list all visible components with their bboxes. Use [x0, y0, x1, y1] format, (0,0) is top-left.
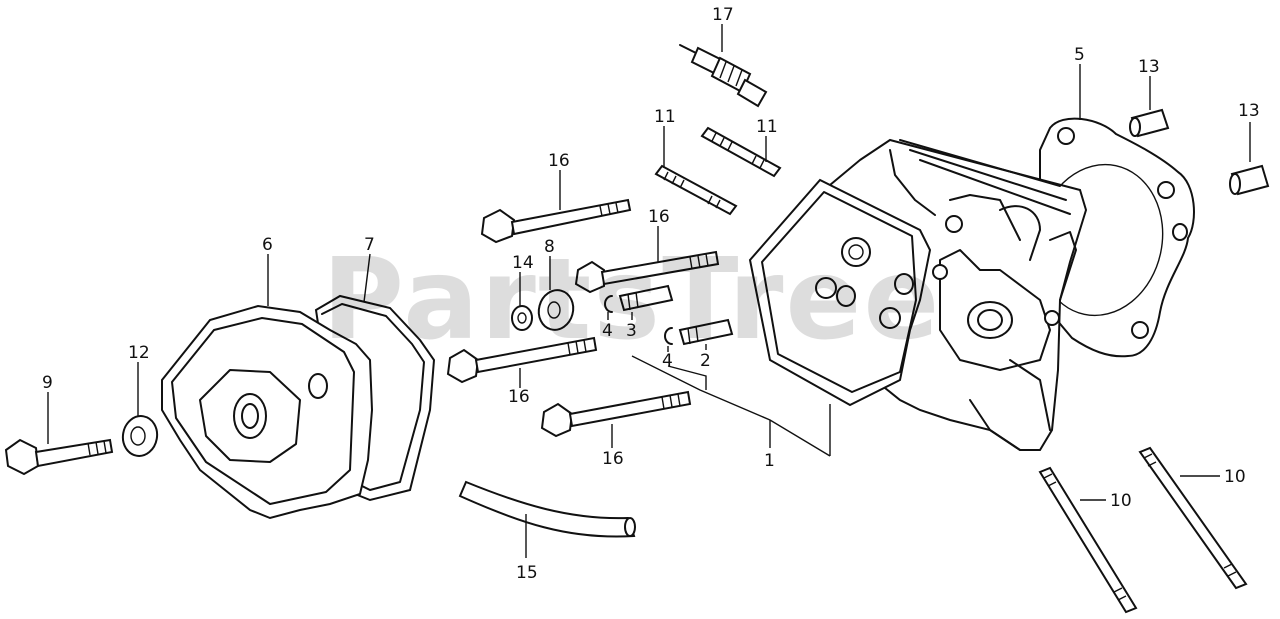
- callout-4-lower: 4: [662, 351, 673, 371]
- part-13-dowel-pin-right[interactable]: [1229, 164, 1270, 196]
- part-13-dowel-pin-left[interactable]: [1129, 108, 1170, 138]
- callout-7: 7: [364, 235, 375, 255]
- leader-lines: [47, 24, 1251, 558]
- part-16-bolt-top[interactable]: [480, 198, 632, 244]
- watermark-text: PartsTree: [322, 235, 941, 365]
- callout-10-left: 10: [1110, 491, 1132, 511]
- part-11-stud-lower[interactable]: [654, 164, 738, 216]
- callout-16-middle: 16: [648, 207, 670, 227]
- callout-1: 1: [764, 451, 775, 471]
- part-16-bolt-middle[interactable]: [574, 250, 720, 294]
- callout-14: 14: [512, 253, 534, 273]
- callout-12: 12: [128, 343, 150, 363]
- part-15-breather-tube[interactable]: [458, 480, 636, 538]
- callout-4-upper: 4: [602, 321, 613, 341]
- part-10-stud-left[interactable]: [1038, 466, 1138, 614]
- part-2-valve-guide[interactable]: [678, 318, 734, 346]
- callout-15: 15: [516, 563, 538, 583]
- part-5-head-gasket[interactable]: [1024, 117, 1195, 358]
- part-10-stud-right[interactable]: [1138, 446, 1248, 590]
- callout-16-lower-left: 16: [508, 387, 530, 407]
- callout-11-upper: 11: [756, 117, 778, 137]
- part-16-bolt-bottom[interactable]: [540, 390, 692, 438]
- callout-labels: 17 5 13 13 11 11 16 16 16 16 6 7 8 14 4 …: [42, 5, 1260, 583]
- callout-5: 5: [1074, 45, 1085, 65]
- part-17-spark-plug[interactable]: [679, 44, 768, 108]
- callout-8: 8: [544, 237, 555, 257]
- callout-10-right: 10: [1224, 467, 1246, 487]
- part-16-bolt-lower-left[interactable]: [446, 336, 598, 384]
- part-4-clip-lower[interactable]: [664, 327, 673, 345]
- part-14-seal-washer[interactable]: [511, 305, 533, 331]
- part-12-washer[interactable]: [120, 413, 160, 458]
- callout-11-lower: 11: [654, 107, 676, 127]
- callout-9: 9: [42, 373, 53, 393]
- callout-6: 6: [262, 235, 273, 255]
- callout-2: 2: [700, 351, 711, 371]
- callout-17: 17: [712, 5, 734, 25]
- callout-16-bottom: 16: [602, 449, 624, 469]
- callout-16-top: 16: [548, 151, 570, 171]
- part-3-valve-guide[interactable]: [618, 284, 674, 312]
- callout-13-right: 13: [1238, 101, 1260, 121]
- part-1-cylinder-head[interactable]: [748, 138, 1088, 451]
- part-8-washer[interactable]: [534, 286, 577, 333]
- callout-3: 3: [626, 321, 637, 341]
- part-6-rocker-cover[interactable]: [161, 304, 374, 520]
- part-9-cover-bolt[interactable]: [4, 438, 114, 476]
- part-11-stud-upper[interactable]: [700, 126, 782, 178]
- part-4-clip-upper[interactable]: [604, 295, 613, 313]
- callout-13-left: 13: [1138, 57, 1160, 77]
